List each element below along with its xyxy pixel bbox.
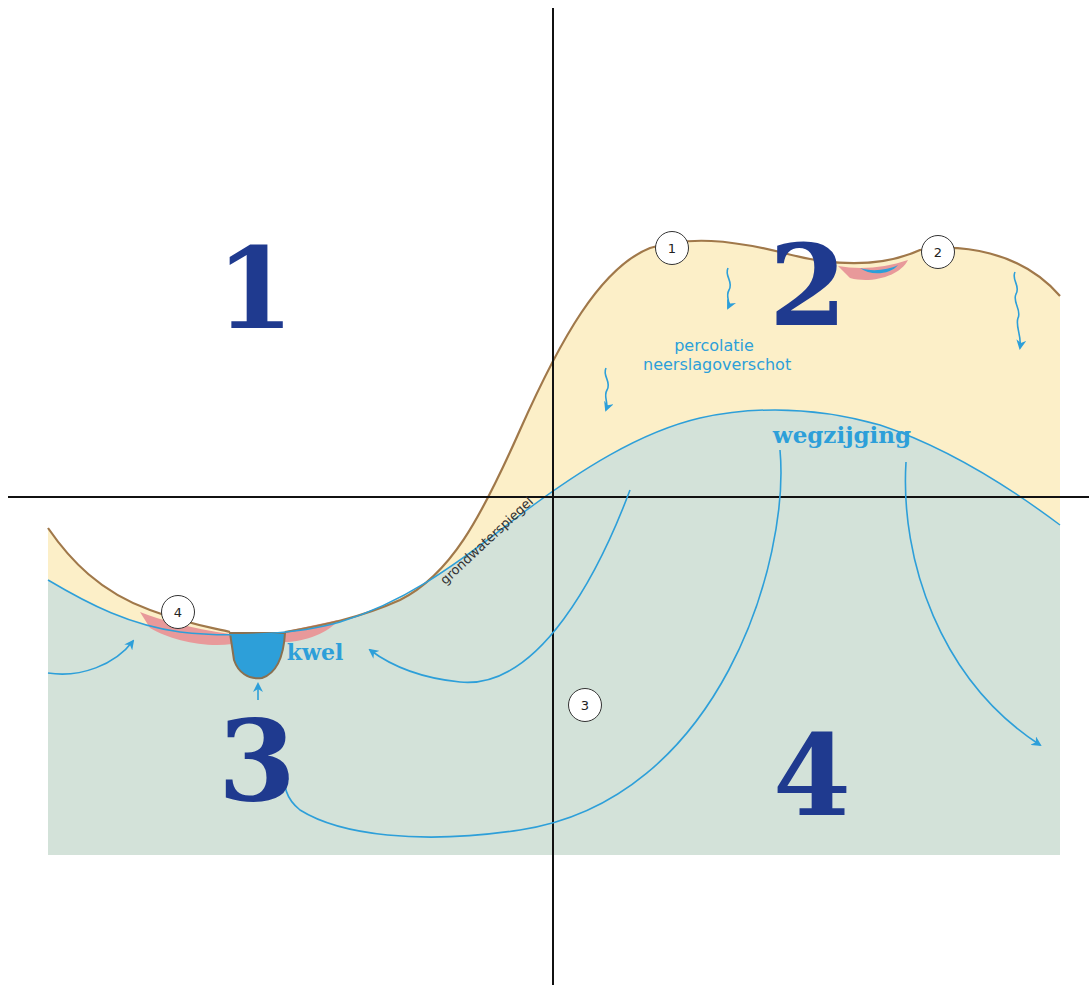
process-label: kwel: [287, 639, 344, 665]
process-label: wegzijging: [773, 421, 911, 448]
callout-circle: 1: [655, 231, 689, 265]
callout-circle: 4: [161, 595, 195, 629]
callout-circle: 2: [921, 235, 955, 269]
quadrant-axis: [8, 496, 1089, 498]
callout-number: 4: [174, 605, 182, 620]
callout-number: 3: [581, 698, 589, 713]
callout-number: 2: [934, 245, 942, 260]
quadrant-number: 2: [769, 220, 847, 351]
quadrant-number: 3: [218, 695, 296, 826]
callout-circle: 3: [568, 688, 602, 722]
flow-lines: [48, 450, 1040, 837]
quadrant-number: 4: [773, 710, 851, 841]
process-label: percolatie neerslagoverschot: [643, 336, 785, 374]
callout-number: 1: [668, 241, 676, 256]
pond: [230, 633, 285, 678]
perched-water: [860, 265, 898, 273]
quadrant-number: 1: [216, 223, 294, 354]
